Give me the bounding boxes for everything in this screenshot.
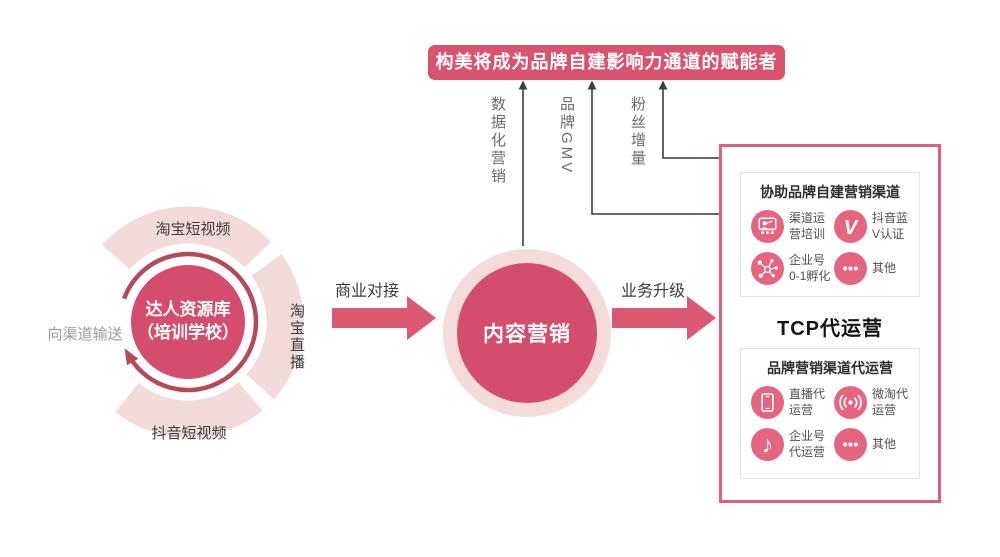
self-built-channel-grid: 渠道运 营培训 V 抖音蓝 V认证 xyxy=(751,210,917,285)
step-label-business-link: 商业对接 xyxy=(334,283,399,300)
service-item-label: 其他 xyxy=(872,436,897,451)
orbit-label-channel-output: 向渠道输送 xyxy=(47,326,123,343)
svg-text:V: V xyxy=(844,217,860,239)
resource-hub-circle: 达人资源库 （培训学校） xyxy=(131,265,245,379)
content-marketing-circle: 内容营销 xyxy=(457,263,597,403)
service-item-incubation: 企业号 0-1孵化 xyxy=(751,252,834,285)
content-marketing-text: 内容营销 xyxy=(483,323,571,346)
service-item-label: 企业号 代运营 xyxy=(789,428,826,459)
tiktok-note-icon: ♪ xyxy=(751,428,784,461)
service-item-channel-training: 渠道运 营培训 xyxy=(751,210,834,243)
orbit-label-douyin-shortvideo: 抖音短视频 xyxy=(151,425,227,442)
flow-lines xyxy=(522,87,719,246)
rotation-arrowhead-icon xyxy=(124,348,139,366)
tcp-panel: 协助品牌自建营销渠道 渠道运 营培训 xyxy=(719,144,941,503)
service-item-label: 微淘代 运营 xyxy=(872,386,909,417)
douyin-v-icon: V xyxy=(834,210,867,243)
flow-line-arrowheads xyxy=(518,80,668,90)
flow-label-brand-gmv: 品牌GMV xyxy=(558,96,575,176)
svg-text:♪: ♪ xyxy=(762,431,774,457)
orbit-arc-top xyxy=(102,206,272,270)
orbit-label-taobao-shortvideo: 淘宝短视频 xyxy=(155,221,231,238)
arrow-business-link-icon xyxy=(332,296,436,340)
service-item-douyin-v: V 抖音蓝 V认证 xyxy=(834,210,917,243)
step-label-upgrade: 业务升级 xyxy=(620,283,685,300)
arrow-upgrade-icon xyxy=(612,296,716,340)
flow-line-fans-growth xyxy=(662,87,719,159)
service-item-weitao-agency: 微淘代 运营 xyxy=(834,386,917,419)
orbit-ring-arcs xyxy=(102,206,304,438)
service-item-live-agency: 直播代 运营 xyxy=(751,386,834,419)
phone-live-icon xyxy=(751,386,784,419)
service-item-label: 直播代 运营 xyxy=(789,386,826,417)
rotation-arrow xyxy=(121,251,259,393)
flow-line-brand-gmv xyxy=(591,87,719,215)
ellipsis-icon xyxy=(834,428,867,461)
orbit-label-taobao-live: 淘宝直播 xyxy=(288,303,305,371)
flow-label-fans-growth: 粉丝增量 xyxy=(629,96,646,168)
orbit-arc-right xyxy=(245,254,304,400)
service-item-enterprise-agency: ♪ 企业号 代运营 xyxy=(751,428,834,461)
network-incubation-icon xyxy=(751,252,784,285)
agency-operation-grid: 直播代 运营 微淘代 运营 xyxy=(751,386,917,461)
service-item-other-bottom: 其他 xyxy=(834,428,917,461)
service-item-label: 企业号 0-1孵化 xyxy=(789,252,831,283)
service-item-label: 其他 xyxy=(872,260,897,275)
agency-operation-box: 品牌营销渠道代运营 直播代 运营 xyxy=(740,348,920,479)
flow-label-data-marketing: 数据化营销 xyxy=(489,96,506,186)
service-item-other-top: 其他 xyxy=(834,252,917,285)
resource-hub-text: 达人资源库 （培训学校） xyxy=(137,300,239,342)
service-item-label: 抖音蓝 V认证 xyxy=(872,210,909,241)
self-built-channel-title: 协助品牌自建营销渠道 xyxy=(760,184,900,200)
ellipsis-icon xyxy=(834,252,867,285)
orbit-arc-bottom xyxy=(115,381,263,438)
panel-title-tcp: TCP代运营 xyxy=(777,318,883,340)
service-item-label: 渠道运 营培训 xyxy=(789,210,826,241)
banner-title: 构美将成为品牌自建影响力通道的赋能者 xyxy=(428,45,785,80)
presentation-training-icon xyxy=(751,210,784,243)
self-built-channel-box: 协助品牌自建营销渠道 渠道运 营培训 xyxy=(740,172,920,297)
broadcast-icon xyxy=(834,386,867,419)
agency-operation-title: 品牌营销渠道代运营 xyxy=(767,360,893,376)
process-arrows xyxy=(332,296,716,340)
